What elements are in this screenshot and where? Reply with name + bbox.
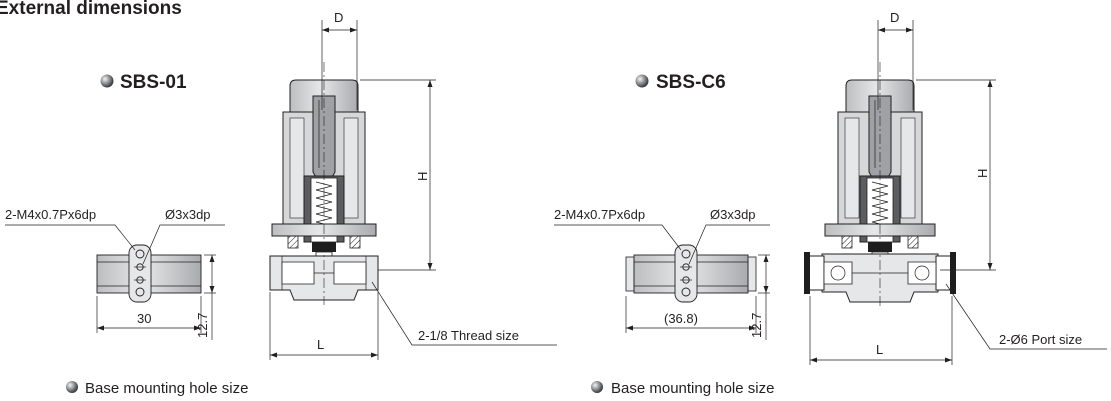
- port-leader: [945, 283, 1107, 350]
- dim-d-label: D: [334, 10, 343, 25]
- valve-cross-section: [804, 62, 956, 308]
- base-width-dimension: (36.8): [664, 311, 698, 326]
- dimension-d: D: [321, 10, 358, 110]
- port-leader: [371, 281, 557, 346]
- dim-h-label: H: [975, 169, 990, 178]
- dim-l-label: L: [876, 342, 883, 357]
- base-height-dimension: 12.7: [749, 313, 764, 338]
- base-footprint-view: 2-M4x0.7Px6dp Ø3x3dp 30 12.7: [5, 207, 225, 340]
- dimension-l: L: [269, 292, 379, 360]
- model-name: SBS-C6: [656, 72, 726, 93]
- port-label: 2-Ø6 Port size: [999, 332, 1082, 347]
- sphere-bullet-icon: [100, 74, 114, 88]
- port-label: 2-1/8 Thread size: [418, 328, 519, 343]
- valve-cross-section: [269, 62, 379, 305]
- dim-d-label: D: [890, 10, 899, 25]
- base-width-dimension: 30: [137, 311, 151, 326]
- base-caption: Base mounting hole size: [85, 380, 248, 397]
- sphere-bullet-icon: [66, 381, 78, 393]
- base-footprint-view: 2-M4x0.7Px6dp Ø3x3dp (36.8) 12.7: [554, 207, 770, 340]
- sphere-bullet-icon: [635, 74, 649, 88]
- base-pin-label: Ø3x3dp: [710, 207, 756, 222]
- model-name: SBS-01: [120, 72, 187, 93]
- base-height-dimension: 12.7: [195, 313, 210, 338]
- base-pin-label: Ø3x3dp: [165, 207, 211, 222]
- page-title: External dimensions: [0, 0, 182, 19]
- base-caption: Base mounting hole size: [611, 380, 774, 397]
- dimension-l: L: [809, 296, 953, 365]
- dimension-d: D: [877, 10, 914, 110]
- base-tap-label: 2-M4x0.7Px6dp: [5, 207, 96, 222]
- model-sbs-01: SBS-01 2-M4x0.7Px6dp Ø3x3dp 30: [5, 10, 557, 397]
- dim-h-label: H: [415, 172, 430, 181]
- sphere-bullet-icon: [591, 381, 603, 393]
- dimension-h: H: [916, 79, 996, 271]
- dimension-h: H: [360, 79, 436, 271]
- dim-l-label: L: [317, 337, 324, 352]
- base-tap-label: 2-M4x0.7Px6dp: [554, 207, 645, 222]
- model-sbs-c6: SBS-C6 2-M4x0.7Px6dp Ø3x3dp (36.8): [554, 10, 1107, 397]
